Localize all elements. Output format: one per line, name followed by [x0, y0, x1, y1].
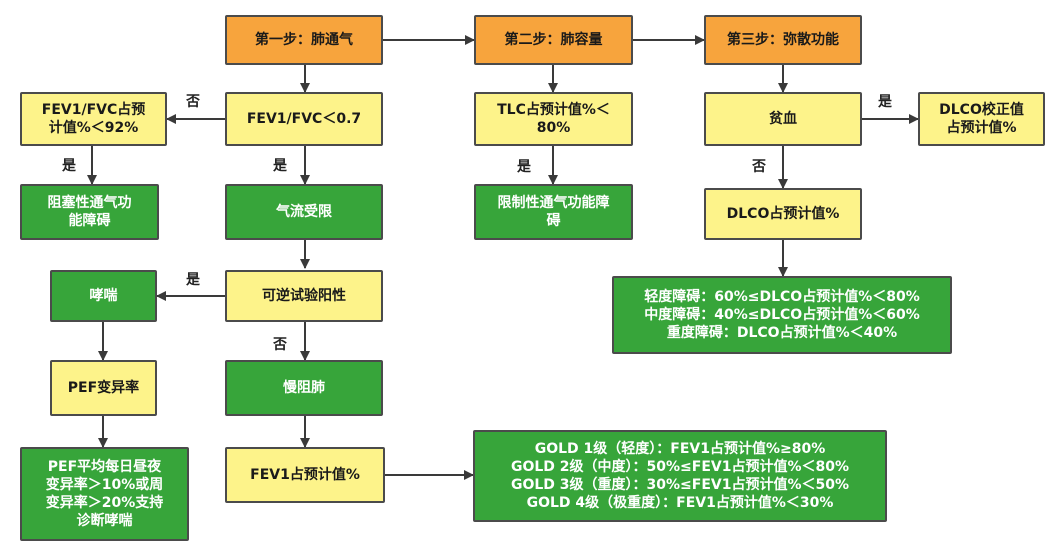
- step3-diffusion-text: 第三步：弥散功能: [727, 32, 839, 48]
- label-yes-obstructive: 是: [62, 158, 76, 174]
- label-yes-reversible: 是: [186, 272, 200, 288]
- fev1-pred-text: FEV1占预计值%: [250, 467, 360, 483]
- tlc-box: TLC占预计值%＜ 80%: [474, 92, 633, 146]
- fev1-fvc-pred-box: FEV1/FVC占预 计值%＜92%: [20, 92, 167, 146]
- label-no-reversible: 否: [273, 337, 287, 353]
- label-no-anemia: 否: [752, 159, 766, 175]
- anemia-text: 贫血: [769, 111, 797, 127]
- fev1-pred-box: FEV1占预计值%: [225, 447, 385, 503]
- dlco-pred-box: DLCO占预计值%: [704, 188, 862, 240]
- label-no-fvc: 否: [186, 94, 200, 110]
- restrictive-box: 限制性通气功能障 碍: [474, 184, 633, 240]
- step1-ventilation-text: 第一步：肺通气: [255, 32, 353, 48]
- label-yes-restrictive: 是: [517, 159, 531, 175]
- gold-grades-box: GOLD 1级（轻度）：FEV1占预计值%≥80% GOLD 2级（中度）：50…: [473, 430, 887, 522]
- fev1-fvc-box: FEV1/FVC＜0.7: [225, 92, 383, 146]
- dlco-pred-text: DLCO占预计值%: [726, 206, 840, 222]
- step2-lung-volume-box: 第二步：肺容量: [474, 15, 633, 65]
- pef-variability-text: PEF变异率: [67, 380, 140, 396]
- anemia-box: 贫血: [704, 92, 862, 146]
- tlc-text: TLC占预计值%＜ 80%: [497, 102, 610, 136]
- dlco-grades-box: 轻度障碍：60%≤DLCO占预计值%＜80% 中度障碍：40%≤DLCO占预计值…: [612, 276, 952, 354]
- fev1-fvc-text: FEV1/FVC＜0.7: [246, 111, 362, 127]
- dlco-corrected-box: DLCO校正值 占预计值%: [918, 92, 1045, 146]
- fev1-fvc-pred-text: FEV1/FVC占预 计值%＜92%: [41, 102, 146, 136]
- airflow-limit-text: 气流受限: [276, 204, 332, 220]
- dlco-grades-text: 轻度障碍：60%≤DLCO占预计值%＜80% 中度障碍：40%≤DLCO占预计值…: [644, 289, 920, 341]
- restrictive-text: 限制性通气功能障 碍: [497, 195, 610, 229]
- obstructive-text: 阻塞性通气功 能障碍: [47, 195, 132, 229]
- dlco-corrected-text: DLCO校正值 占预计值%: [939, 102, 1024, 136]
- pef-detail-text: PEF平均每日昼夜 变异率＞10%或周 变异率＞20%支持 诊断哮喘: [45, 459, 164, 529]
- copd-text: 慢阻肺: [283, 380, 325, 396]
- label-yes-anemia: 是: [878, 94, 892, 110]
- step2-lung-volume-text: 第二步：肺容量: [504, 32, 603, 48]
- reversibility-text: 可逆试验阳性: [262, 288, 346, 304]
- step3-diffusion-box: 第三步：弥散功能: [704, 15, 862, 65]
- step1-ventilation-box: 第一步：肺通气: [225, 15, 383, 65]
- pef-detail-box: PEF平均每日昼夜 变异率＞10%或周 变异率＞20%支持 诊断哮喘: [20, 447, 189, 541]
- asthma-box: 哮喘: [50, 270, 157, 322]
- airflow-limit-box: 气流受限: [225, 184, 383, 240]
- asthma-text: 哮喘: [89, 288, 118, 304]
- label-yes-airflow: 是: [273, 158, 287, 174]
- obstructive-box: 阻塞性通气功 能障碍: [20, 184, 159, 240]
- copd-box: 慢阻肺: [225, 360, 383, 416]
- gold-grades-text: GOLD 1级（轻度）：FEV1占预计值%≥80% GOLD 2级（中度）：50…: [510, 441, 850, 511]
- reversibility-box: 可逆试验阳性: [225, 270, 383, 322]
- pef-variability-box: PEF变异率: [50, 360, 157, 416]
